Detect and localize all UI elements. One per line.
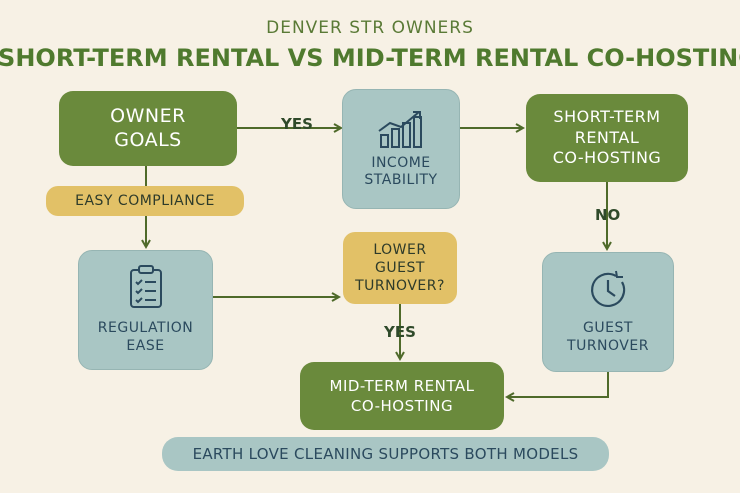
- node-income-stability: INCOME STABILITY: [342, 89, 460, 209]
- node-regulation-ease: REGULATION EASE: [78, 250, 213, 370]
- regulation-ease-label: REGULATION EASE: [97, 319, 194, 354]
- page-title: SHORT-TERM RENTAL VS MID-TERM RENTAL CO-…: [0, 44, 740, 72]
- node-lower-guest-turnover: LOWER GUEST TURNOVER?: [343, 232, 457, 304]
- guest-turnover-label: GUEST TURNOVER: [567, 319, 649, 354]
- edge-label-no: NO: [595, 206, 621, 224]
- edge-label-yes-mid: YES: [384, 323, 416, 341]
- node-easy-compliance: EASY COMPLIANCE: [46, 186, 244, 216]
- arrow-turnover-to-mid-term: [508, 372, 609, 397]
- node-short-term-co-hosting: SHORT-TERM RENTAL CO-HOSTING: [526, 94, 688, 182]
- income-stability-label: INCOME STABILITY: [364, 154, 438, 189]
- bar-chart-trend-icon: [375, 109, 427, 149]
- clock-icon: [587, 269, 629, 311]
- edge-label-yes-top: YES: [281, 115, 313, 133]
- header-subtitle: DENVER STR OWNERS: [266, 18, 474, 38]
- footer-banner: EARTH LOVE CLEANING SUPPORTS BOTH MODELS: [162, 437, 609, 471]
- node-guest-turnover: GUEST TURNOVER: [542, 252, 674, 372]
- node-mid-term-co-hosting: MID-TERM RENTAL CO-HOSTING: [300, 362, 504, 430]
- clipboard-checklist-icon: [128, 264, 164, 309]
- node-owner-goals: OWNER GOALS: [59, 91, 237, 166]
